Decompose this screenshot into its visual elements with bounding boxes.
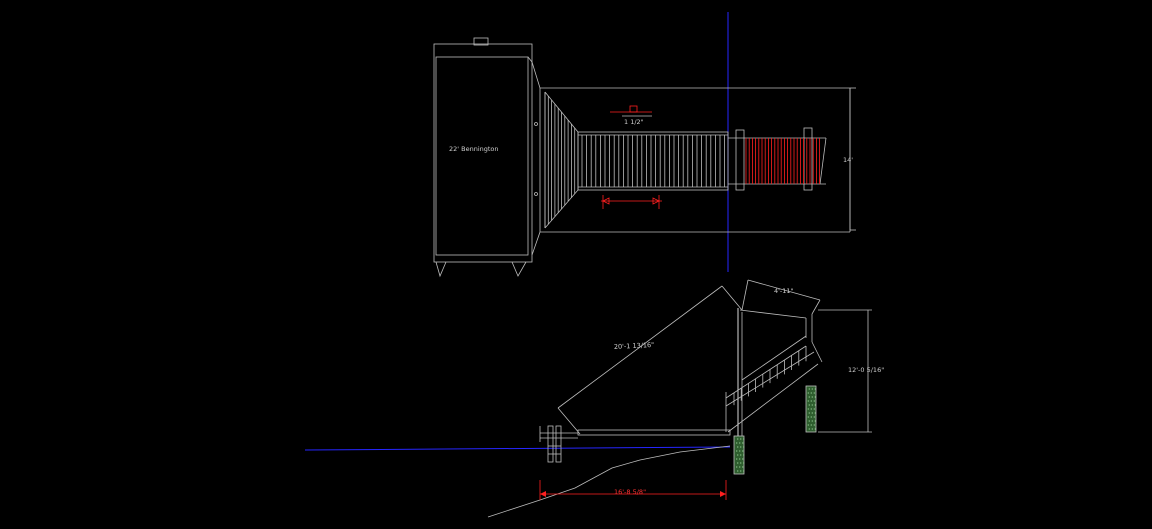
pier-texture-dot <box>813 416 815 418</box>
pier-texture-dot <box>814 412 816 414</box>
pier-texture-dot <box>810 424 812 426</box>
pier-right <box>805 385 817 433</box>
pier-texture-dot <box>810 408 812 410</box>
pier-texture-dot <box>740 462 742 464</box>
pier-texture-dot <box>814 404 816 406</box>
vertical-dimension-label: 14' <box>843 156 853 164</box>
pier-texture-dot <box>810 416 812 418</box>
pier-left <box>733 435 745 475</box>
pier-texture-dot <box>743 470 745 472</box>
stair-plan <box>728 127 827 191</box>
pier-texture-dot <box>742 450 744 452</box>
pier-texture-dot <box>807 416 809 418</box>
pier-texture-dot <box>807 424 809 426</box>
pier-texture-dot <box>740 446 742 448</box>
pier-texture-dot <box>814 388 816 390</box>
bottom-dimension <box>539 480 727 500</box>
pier-texture-dot <box>808 428 810 430</box>
pier-texture-dot <box>739 442 741 444</box>
pier-texture-dot <box>807 408 809 410</box>
pier-texture-dot <box>807 392 809 394</box>
height-dimension-label: 12'-0 5/16" <box>848 366 884 374</box>
pier-texture-dot <box>739 458 741 460</box>
bottom-dimension-label: 16'-8 5/8" <box>614 488 646 496</box>
height-dimension <box>818 309 872 433</box>
plan-view: 22' Bennington <box>433 12 856 278</box>
pier-texture-dot <box>811 396 813 398</box>
pier-texture-dot <box>742 458 744 460</box>
red-dimension-line <box>601 195 662 209</box>
pier-texture-dot <box>811 404 813 406</box>
gangway <box>577 131 729 191</box>
pier-texture-dot <box>808 404 810 406</box>
pier-texture-dot <box>736 466 738 468</box>
pier-texture-dot <box>813 400 815 402</box>
pier-texture-dot <box>743 454 745 456</box>
pier-texture-dot <box>808 396 810 398</box>
boat-outline <box>433 37 538 278</box>
pier-texture-dot <box>739 466 741 468</box>
pier-texture-dot <box>740 438 742 440</box>
pier-texture-dot <box>808 388 810 390</box>
floating-dock <box>539 425 731 463</box>
pier-texture-dot <box>740 454 742 456</box>
pier-texture-dot <box>811 428 813 430</box>
pier-texture-dot <box>736 450 738 452</box>
small-dimension <box>610 105 652 117</box>
pier-texture-dot <box>810 392 812 394</box>
elevation-view: 20'-1 13/16" 4'-11" 12'-0 5/16" <box>304 279 884 518</box>
pier-texture-dot <box>737 470 739 472</box>
pier-texture-dot <box>743 446 745 448</box>
pier-texture-dot <box>811 420 813 422</box>
gangway-taper <box>544 92 579 228</box>
top-dimension-label: 4'-11" <box>774 287 794 295</box>
pier-texture-dot <box>808 420 810 422</box>
pier-texture-dot <box>740 470 742 472</box>
pier-texture-dot <box>811 412 813 414</box>
pier-texture-dot <box>737 446 739 448</box>
top-dimension <box>741 279 821 315</box>
pier-texture-dot <box>807 400 809 402</box>
pier-texture-dot <box>813 424 815 426</box>
pier-texture-dot <box>814 396 816 398</box>
diagonal-dimension <box>557 285 743 435</box>
pier-texture-dot <box>743 438 745 440</box>
pier-texture-dot <box>743 462 745 464</box>
pier-texture-dot <box>737 454 739 456</box>
pier-texture-dot <box>811 388 813 390</box>
pier-texture-dot <box>742 442 744 444</box>
vertical-dimension <box>849 87 856 231</box>
pier-texture-dot <box>813 392 815 394</box>
pier-texture-dot <box>813 408 815 410</box>
pier-texture-dot <box>739 450 741 452</box>
pier-texture-dot <box>736 458 738 460</box>
pier-texture-dot <box>736 442 738 444</box>
boat-label: 22' Bennington <box>449 145 499 153</box>
ramp-outline <box>531 61 851 256</box>
pier-texture-dot <box>737 462 739 464</box>
pier-texture-dot <box>814 420 816 422</box>
diagonal-dimension-label: 20'-1 13/16" <box>614 341 655 351</box>
pier-texture-dot <box>810 400 812 402</box>
pier-texture-dot <box>814 428 816 430</box>
water-line <box>304 446 731 451</box>
small-dimension-label: 1 1/2" <box>624 118 644 126</box>
ground-profile <box>487 445 731 518</box>
pier-texture-dot <box>742 466 744 468</box>
pier-texture-dot <box>808 412 810 414</box>
stair-structure <box>725 308 823 438</box>
pier-texture-dot <box>737 438 739 440</box>
